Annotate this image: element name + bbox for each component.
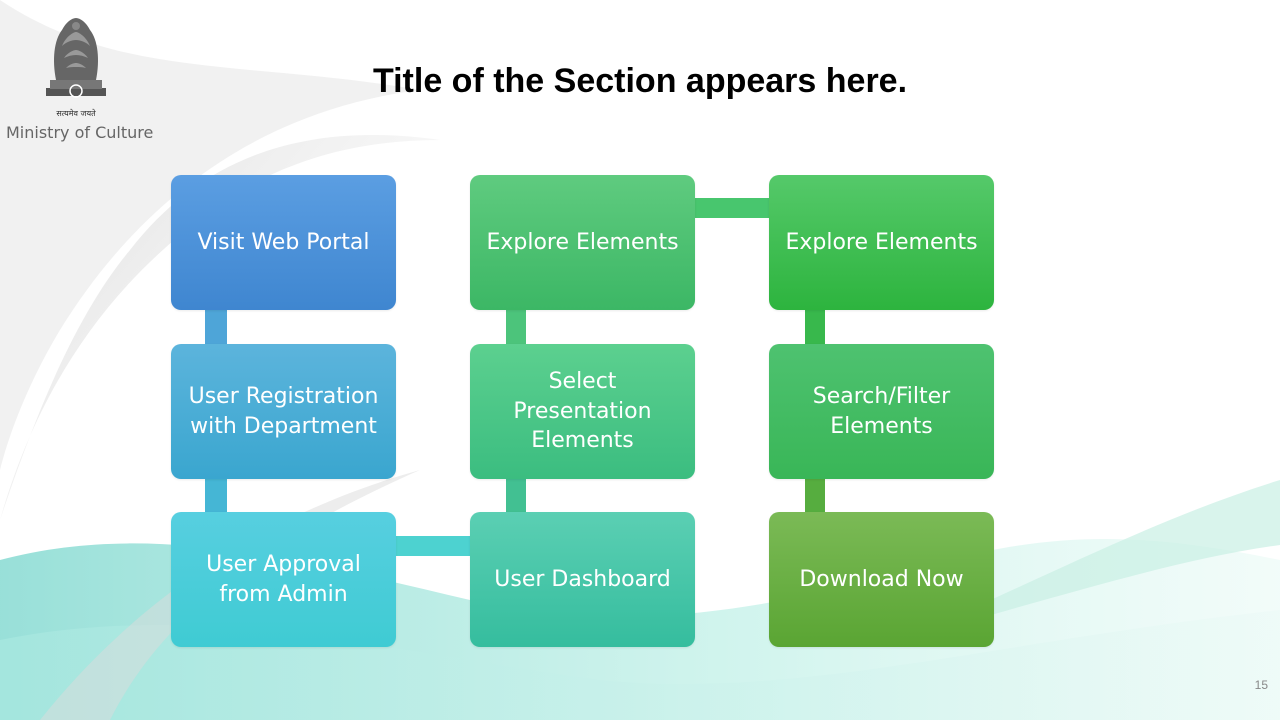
page-number: 15 [1254, 678, 1268, 692]
connector-c2-c3-top [693, 198, 771, 218]
step-user-dashboard: User Dashboard [470, 512, 695, 647]
connector-c1-1 [205, 308, 227, 346]
step-search-filter-elements: Search/Filter Elements [769, 344, 994, 479]
national-emblem-icon [46, 18, 106, 98]
connector-c2-2 [506, 477, 526, 515]
step-explore-elements-2: Explore Elements [769, 175, 994, 310]
connector-c2-1 [506, 308, 526, 346]
step-user-registration: User Registration with Department [171, 344, 396, 479]
connector-c1-c2-bottom [394, 536, 472, 556]
page-title: Title of the Section appears here. [372, 62, 908, 100]
connector-c3-1 [805, 308, 825, 346]
emblem-motto: सत्यमेव जयते [56, 109, 96, 118]
connector-c1-2 [205, 477, 227, 515]
ministry-label: Ministry of Culture [6, 123, 154, 142]
step-explore-elements-1: Explore Elements [470, 175, 695, 310]
step-download-now: Download Now [769, 512, 994, 647]
step-visit-web-portal: Visit Web Portal [171, 175, 396, 310]
step-user-approval: User Approval from Admin [171, 512, 396, 647]
connector-c3-2 [805, 477, 825, 515]
step-select-presentation-elements: Select Presentation Elements [470, 344, 695, 479]
